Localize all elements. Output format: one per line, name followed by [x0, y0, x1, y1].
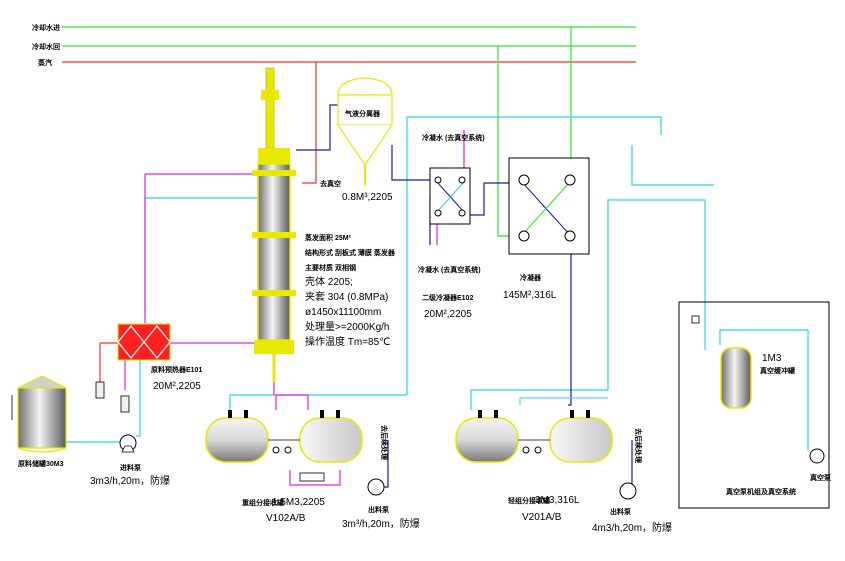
condenser-main-spec: 145M²,316L — [503, 290, 557, 301]
separator-spec: 0.8M³,2205 — [342, 192, 393, 203]
vacuum-pump-label: 真空泵 — [810, 473, 831, 482]
pump-right: 出料泵 4m3/h,20m，防爆 去后续处理 — [592, 428, 672, 534]
feed-pump-spec: 3m3/h,20m，防爆 — [90, 474, 170, 487]
vacuum-buffer-1m3: 1M3 — [762, 353, 782, 364]
column-spec-block: 蒸发面积 25M² 结构形式 刮板式 薄膜 蒸发器 主要材质 双相钢 壳体 22… — [304, 233, 396, 348]
vacuum-buffer-label: 真空缓冲罐 — [760, 366, 795, 375]
feed-pump: 进料泵 3m3/h,20m，防爆 — [90, 434, 170, 487]
gas-liquid-separator: 气液分离器 0.8M³,2205 — [337, 77, 393, 203]
preheater-bypass — [95, 381, 130, 413]
receiver-v102: 重组分接收罐 1.5M3,2205 V102A/B — [205, 410, 363, 524]
receiver-right-tag: V201A/B — [522, 512, 562, 523]
condenser-main: 冷凝器 145M²,316L — [503, 157, 590, 301]
column-spec-8: 操作温度 Tm=85℃ — [305, 335, 390, 348]
pump-left-outlet-label: 去后续处理 — [380, 425, 389, 460]
preheater-e101: 原料预热器E101 20M²,2205 — [117, 323, 202, 392]
condenser-main-label: 冷凝器 — [520, 273, 542, 282]
utility-label-cw-out: 冷却水回 — [32, 42, 60, 51]
vacuum-unit: 1M3 真空缓冲罐 真空泵 真空泵机组及真空系统 — [678, 301, 831, 509]
preheater-spec: 20M²,2205 — [153, 381, 201, 392]
receiver-right-label: 轻组分接收罐 — [508, 496, 550, 505]
column-spec-7: 处理量>=2000Kg/h — [305, 321, 390, 333]
vent-label: 去真空 — [320, 179, 341, 188]
separator-label: 气液分离器 — [344, 109, 381, 118]
pump-left: 出料泵 3m³/h,20m，防爆 去后续处理 — [342, 425, 420, 530]
utility-label-cw-in: 冷却水进 — [32, 23, 60, 32]
pump-right-label: 出料泵 — [610, 507, 631, 516]
condenser-small-label: 二级冷凝器E102 — [422, 293, 473, 302]
feed-pump-discharge — [136, 360, 141, 437]
receiver-left-label: 重组分接收罐 — [242, 498, 284, 507]
condenser-small-side-label: 冷凝水 (去真空系统) — [418, 265, 481, 274]
feed-pump-label: 进料泵 — [120, 463, 141, 472]
receiver-right-spec: 3M3,316L — [535, 495, 580, 506]
condenser-e102: 冷凝水 (去真空系统) 冷凝水 (去真空系统) 二级冷凝器E102 20M²,2… — [418, 133, 485, 320]
pump-left-spec: 3m³/h,20m，防爆 — [342, 517, 420, 530]
column-spec-5: 夹套 304 (0.8MPa) — [305, 290, 388, 303]
column-spec-1: 蒸发面积 25M² — [305, 233, 352, 242]
receiver-left-tag: V102A/B — [266, 513, 306, 524]
column-spec-3: 主要材质 双相钢 — [305, 263, 356, 272]
pump-right-outlet-label: 去后续处理 — [634, 428, 643, 463]
column-spec-4: 壳体 2205; — [305, 275, 353, 288]
vacuum-frame-label: 真空泵机组及真空系统 — [726, 487, 796, 496]
feed-tank: 原料储罐30M3 — [11, 375, 67, 468]
evaporator-column — [252, 67, 296, 382]
utility-headers: 冷却水进 冷却水回 蒸汽 — [32, 23, 636, 67]
column-spec-6: ø1450x11100mm — [305, 307, 381, 318]
vacuum-lines — [144, 116, 809, 450]
condenser-small-top-label: 冷凝水 (去真空系统) — [422, 133, 485, 142]
feed-lines — [124, 130, 465, 486]
column-spec-2: 结构形式 刮板式 薄膜 蒸发器 — [304, 248, 396, 257]
pump-left-label: 出料泵 — [368, 505, 389, 514]
utility-label-steam: 蒸汽 — [38, 58, 52, 67]
pump-right-spec: 4m3/h,20m，防爆 — [592, 521, 672, 534]
condenser-small-spec: 20M²,2205 — [424, 309, 472, 320]
preheater-label: 原料预热器E101 — [151, 365, 202, 374]
receiver-v201: 轻组分接收罐 3M3,316L V201A/B — [455, 397, 613, 523]
receiver-left-spec: 1.5M3,2205 — [272, 497, 325, 508]
feed-tank-label: 原料储罐30M3 — [18, 459, 64, 468]
